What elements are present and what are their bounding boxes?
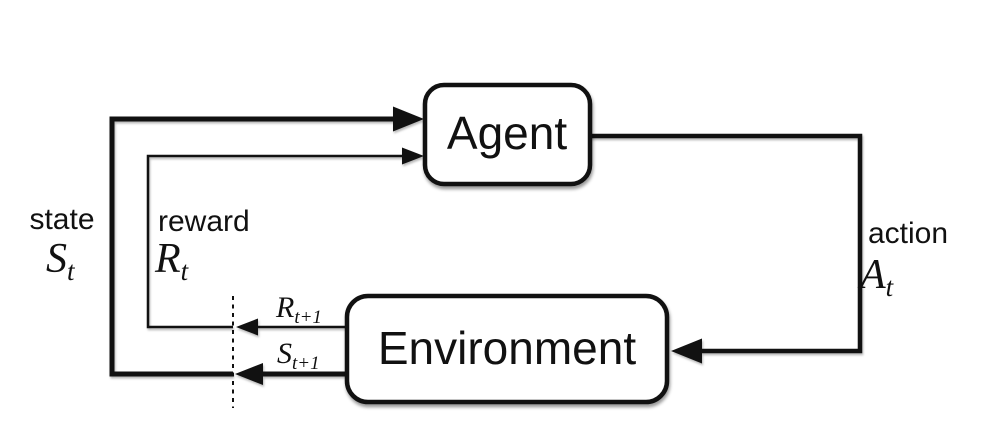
- next-reward-symbol-subscript: t+1: [294, 307, 322, 328]
- reward-symbol-base: R: [154, 236, 181, 282]
- action-arrowhead-into-environment-icon: [671, 338, 702, 364]
- action-symbol: At: [857, 252, 895, 302]
- next-reward-symbol-base: R: [275, 291, 294, 324]
- next-reward-symbol: Rt+1: [275, 291, 322, 328]
- next-state-symbol: St+1: [277, 337, 320, 374]
- agent-label: Agent: [447, 107, 567, 159]
- reward-word-label: reward: [158, 205, 250, 238]
- state-symbol-subscript: t: [67, 256, 76, 286]
- state-symbol: St: [46, 236, 76, 286]
- next-state-symbol-subscript: t+1: [292, 353, 320, 374]
- next-state-symbol-base: S: [277, 337, 292, 370]
- reward-feedback-line: [146, 154, 404, 329]
- state-word-label: state: [29, 203, 94, 236]
- action-symbol-base: A: [857, 252, 886, 298]
- action-symbol-subscript: t: [886, 272, 895, 302]
- agent-box: [422, 82, 593, 187]
- next-reward-arrowhead-icon: [236, 318, 258, 336]
- environment-box: [344, 293, 670, 405]
- reward-arrowhead-into-agent-icon: [402, 147, 424, 165]
- action-word-label: action: [868, 217, 948, 250]
- state-symbol-base: S: [46, 236, 67, 282]
- reward-symbol: Rt: [154, 236, 190, 286]
- state-feedback-line: [109, 116, 396, 377]
- action-loop: [590, 133, 863, 364]
- environment-label: Environment: [378, 322, 636, 374]
- reward-loop: [146, 147, 424, 336]
- reward-symbol-subscript: t: [181, 256, 190, 286]
- state-loop: [109, 106, 424, 385]
- next-state-arrowhead-icon: [235, 363, 263, 385]
- state-arrowhead-into-agent-icon: [393, 106, 424, 132]
- action-line: [590, 133, 863, 354]
